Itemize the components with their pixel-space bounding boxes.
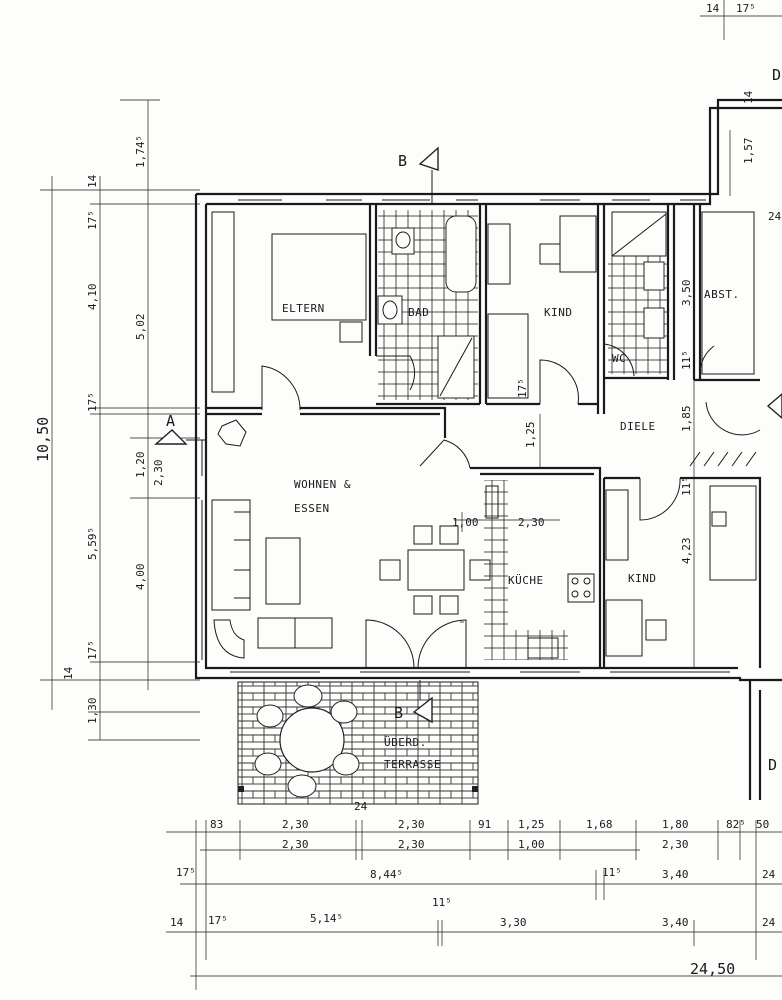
dim-b4-6: 24 (762, 916, 776, 929)
dim-b3-0: 17⁵ (176, 866, 196, 879)
dim-b3-1: 8,44⁵ (370, 868, 403, 881)
dim-left-c2-3: 17⁵ (86, 392, 99, 412)
fixtures (211, 210, 757, 660)
room-label-wohnen: WOHNEN & (294, 478, 351, 491)
dim-b1-5: 1,68 (586, 818, 613, 831)
dimension-lines (40, 0, 782, 990)
left-dimensions: 10,50 1,74⁵ 5,02 1,20 4,00 1,30 14 17⁵ 4… (34, 135, 165, 724)
dim-left-c2-6: 17⁵ (86, 640, 99, 660)
dim-b3-4: 24 (762, 868, 776, 881)
room-label-terrasse-2: TERRASSE (384, 758, 441, 771)
dim-inner-7: 11⁵ (680, 476, 693, 496)
section-letter-d-bottom: D (768, 756, 777, 774)
dim-inner-6: 11⁵ (680, 350, 693, 370)
dim-b1-6: 1,80 (662, 818, 689, 831)
dim-total-height: 10,50 (34, 417, 52, 462)
dim-b4-3: 11⁵ (432, 896, 452, 909)
dim-inner-8: 1,57 (742, 138, 755, 165)
top-dimensions: 14 17⁵ (706, 2, 756, 15)
section-letters: B A B D D (166, 66, 781, 774)
room-label-abst: ABST. (704, 288, 740, 301)
room-label-eltern: ELTERN (282, 302, 325, 315)
room-label-kind-south: KIND (628, 572, 657, 585)
room-labels: ELTERN BAD KIND WC ABST. DIELE WOHNEN & … (282, 288, 740, 771)
dim-inner-2: 3,50 (680, 280, 693, 307)
dim-b1-3: 91 (478, 818, 491, 831)
dim-b4-0: 14 (170, 916, 184, 929)
dim-inner-0: 1,25 (524, 422, 537, 449)
dim-b1-4: 1,25 (518, 818, 545, 831)
section-letter-d-top: D (772, 66, 781, 84)
room-label-diele: DIELE (620, 420, 656, 433)
dim-left-c1-0: 1,74⁵ (134, 135, 147, 168)
dim-left-c1-3: 4,00 (134, 564, 147, 591)
dim-inner-5: 2,30 (518, 516, 545, 529)
room-label-kind-north: KIND (544, 306, 573, 319)
dim-inner-11: 24 (768, 210, 782, 223)
dim-b2-3: 2,30 (662, 838, 689, 851)
dim-b4-4: 3,30 (500, 916, 527, 929)
dim-inner-3: 4,23 (680, 538, 693, 565)
dim-inner-10: 14 (742, 90, 755, 104)
dim-b2-0: 2,30 (282, 838, 309, 851)
dim-left-c1-1: 5,02 (134, 314, 147, 341)
room-label-bad: BAD (408, 306, 429, 319)
dim-b3-3: 3,40 (662, 868, 689, 881)
dim-inner-9: 17⁵ (516, 378, 529, 398)
dim-left-c2-1: 17⁵ (86, 210, 99, 230)
dim-top-0: 14 (706, 2, 720, 15)
dim-left-c2-7: 14 (62, 666, 75, 680)
section-letter-b-top: B (398, 152, 407, 170)
room-label-kueche: KÜCHE (508, 574, 544, 587)
room-label-wc: WC (612, 352, 626, 365)
dim-b4-2: 5,14⁵ (310, 912, 343, 925)
dim-b3-2: 11⁵ (602, 866, 622, 879)
dim-b1-0: 83 (210, 818, 223, 831)
dim-b1-7: 82⁵ (726, 818, 746, 831)
outer-walls (194, 98, 782, 800)
dim-b1-8: 50 (756, 818, 769, 831)
bottom-dimensions: 24 83 2,30 2,30 91 1,25 1,68 1,80 82⁵ 50… (170, 800, 776, 978)
dim-left-c1-4: 1,30 (86, 698, 99, 725)
dim-left-c2-4: 2,30 (152, 460, 165, 487)
section-letter-b-bottom: B (394, 704, 403, 722)
dim-inner-1: 1,85 (680, 406, 693, 433)
dim-left-c2-5: 5,59⁵ (86, 527, 99, 560)
dim-total-width: 24,50 (690, 960, 735, 978)
dim-b1-2: 2,30 (398, 818, 425, 831)
dim-b4-5: 3,40 (662, 916, 689, 929)
dim-terrace-width: 24 (354, 800, 368, 813)
dim-top-1: 17⁵ (736, 2, 756, 15)
room-label-essen: ESSEN (294, 502, 330, 515)
dim-b4-1: 17⁵ (208, 914, 228, 927)
section-letter-a: A (166, 412, 175, 430)
inner-dimensions: 1,25 1,85 3,50 4,23 1,00 2,30 11⁵ 11⁵ 1,… (452, 90, 782, 564)
dim-left-c2-2: 4,10 (86, 284, 99, 311)
dim-b2-1: 2,30 (398, 838, 425, 851)
dim-left-c1-2: 1,20 (134, 452, 147, 479)
windows (201, 199, 730, 673)
section-markers (154, 146, 782, 724)
room-label-terrasse-1: ÜBERD. (384, 736, 427, 749)
dim-b2-2: 1,00 (518, 838, 545, 851)
terrace (237, 681, 479, 805)
dim-b1-1: 2,30 (282, 818, 309, 831)
doors (261, 340, 761, 669)
interior-walls (206, 204, 762, 668)
dim-inner-4: 1,00 (452, 516, 479, 529)
dim-left-c2-0: 14 (86, 174, 99, 188)
